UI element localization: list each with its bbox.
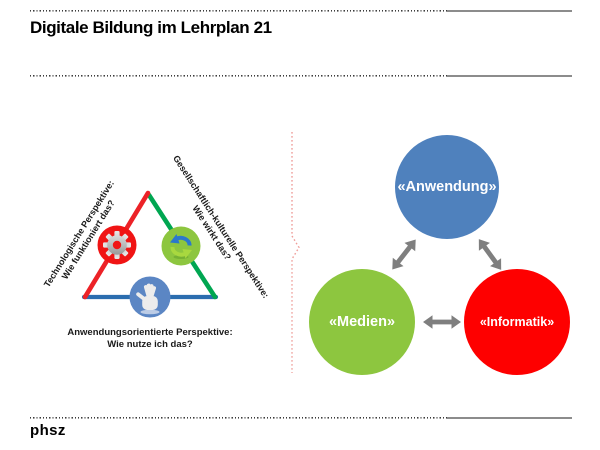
- circle-medien: «Medien»: [309, 269, 415, 375]
- arrow-medien-informatik-icon: [423, 315, 461, 329]
- top-rule-dotted: [30, 10, 447, 12]
- circle-informatik-label: «Informatik»: [479, 315, 555, 329]
- gear-icon: [103, 231, 131, 259]
- top-rule-solid: [447, 10, 572, 12]
- page-title: Digitale Bildung im Lehrplan 21: [30, 18, 272, 37]
- footer-rule-solid: [447, 417, 572, 419]
- sync-circle: [161, 226, 201, 266]
- application-perspective-line1: Anwendungsorientierte Perspektive:: [67, 327, 233, 338]
- header-rule-dotted: [30, 75, 447, 77]
- application-perspective-line2: Wie nutze ich das?: [107, 339, 193, 350]
- arrow-anwendung-medien-icon: [386, 235, 422, 274]
- circle-informatik: «Informatik»: [464, 269, 570, 375]
- footer-rule-dotted: [30, 417, 447, 419]
- section-divider-brace-icon: [291, 132, 300, 373]
- circle-medien-label: «Medien»: [328, 314, 396, 330]
- hand-icon: [136, 283, 160, 315]
- arrow-anwendung-informatik-icon: [473, 235, 507, 274]
- circle-anwendung: «Anwendung»: [395, 135, 499, 239]
- application-perspective-label: Anwendungsorientierte Perspektive: Wie n…: [40, 327, 260, 351]
- phsz-logo: phsz: [30, 422, 66, 439]
- sync-arrows-icon: [170, 234, 192, 259]
- header-rule-solid: [447, 75, 572, 77]
- circle-anwendung-label: «Anwendung»: [397, 179, 497, 195]
- perspectives-triangle-graphic: [81, 190, 219, 318]
